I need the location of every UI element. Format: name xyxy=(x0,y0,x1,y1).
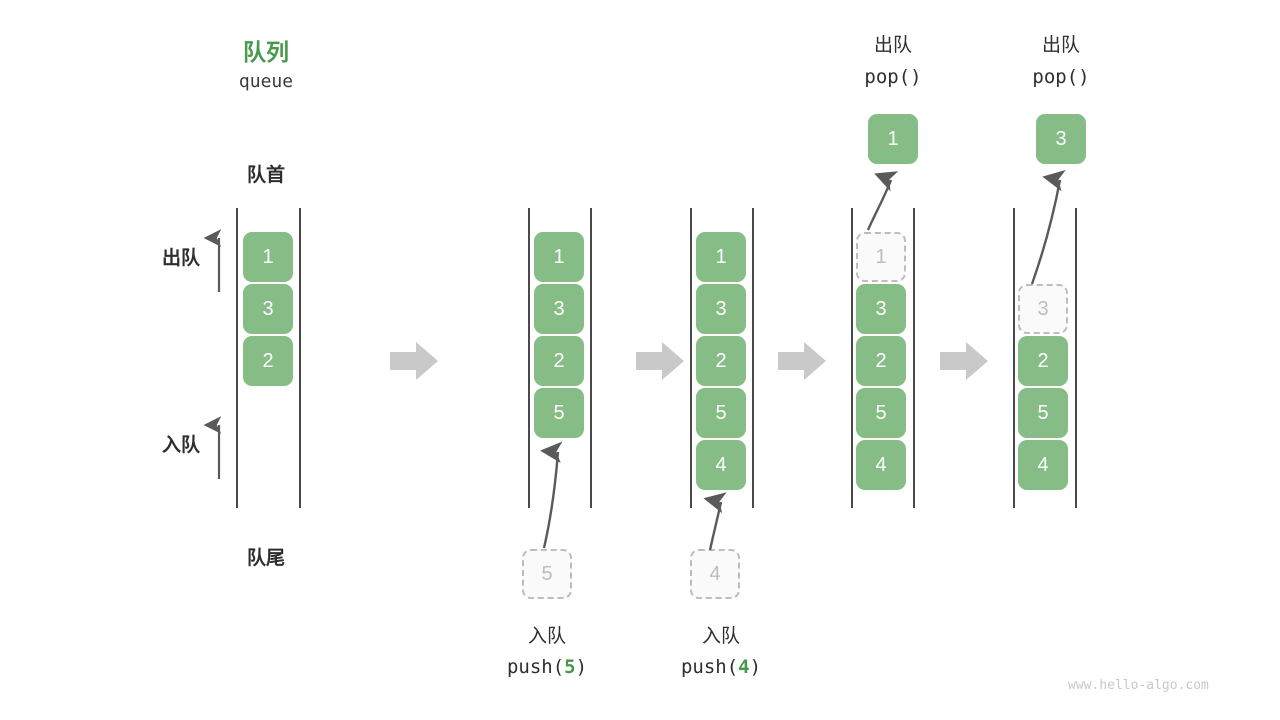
diagram-title-cn: 队列 xyxy=(243,39,289,65)
queue-cell: 5 xyxy=(696,388,746,438)
push-arrow-icon xyxy=(540,441,563,549)
pop-arrow-icon xyxy=(866,171,899,231)
queue-tail-label: 队尾 xyxy=(246,548,285,569)
queue-cell: 2 xyxy=(534,336,584,386)
dequeue-direction-label: 出队 xyxy=(161,248,200,269)
queue-cell: 1 xyxy=(696,232,746,282)
queue-rail-right-3 xyxy=(752,208,754,508)
queue-rail-right-1 xyxy=(299,208,301,508)
queue-cell-new: 5 xyxy=(534,388,584,438)
queue-cell: 3 xyxy=(856,284,906,334)
queue-rail-right-5 xyxy=(1075,208,1077,508)
push-code-prefix: push( xyxy=(680,656,739,678)
pop-caption-cn-1: 出队 xyxy=(873,35,912,56)
queue-cell-removed: 1 xyxy=(856,232,906,282)
queue-cell: 3 xyxy=(243,284,293,334)
queue-cell: 5 xyxy=(856,388,906,438)
queue-rail-left-1 xyxy=(236,208,238,508)
queue-rail-left-4 xyxy=(851,208,853,508)
queue-head-label: 队首 xyxy=(246,165,285,186)
push-arrow-icon xyxy=(703,492,727,551)
queue-rail-left-2 xyxy=(528,208,530,508)
pop-caption-cn-2: 出队 xyxy=(1041,35,1080,56)
pending-push-ghost-cell: 5 xyxy=(522,549,572,599)
queue-cell-new: 4 xyxy=(696,440,746,490)
queue-rail-left-3 xyxy=(690,208,692,508)
popped-value-cell: 1 xyxy=(868,114,918,164)
pop-caption-code-1: pop() xyxy=(835,66,951,88)
queue-cell: 4 xyxy=(1018,440,1068,490)
pop-code-prefix: pop( xyxy=(1032,66,1079,88)
queue-cell: 2 xyxy=(696,336,746,386)
pop-code-suffix: ) xyxy=(1078,66,1090,88)
enqueue-direction-arrow-icon xyxy=(203,416,222,479)
queue-cell: 1 xyxy=(534,232,584,282)
queue-cell: 2 xyxy=(243,336,293,386)
diagram-title-en: queue xyxy=(238,71,294,92)
step-arrow-icon xyxy=(778,342,826,380)
pending-push-ghost-cell: 4 xyxy=(690,549,740,599)
queue-cell: 1 xyxy=(243,232,293,282)
queue-cell: 4 xyxy=(856,440,906,490)
step-arrow-icon xyxy=(940,342,988,380)
queue-rail-left-5 xyxy=(1013,208,1015,508)
watermark: www.hello-algo.com xyxy=(1068,678,1209,693)
queue-cell: 3 xyxy=(696,284,746,334)
push-caption-code-2: push(4) xyxy=(663,656,779,678)
push-caption-cn-2: 入队 xyxy=(701,626,740,647)
step-arrow-icon xyxy=(390,342,438,380)
push-code-value: 4 xyxy=(738,656,750,678)
push-caption-cn-1: 入队 xyxy=(527,626,566,647)
step-arrow-icon xyxy=(636,342,684,380)
queue-cell: 2 xyxy=(1018,336,1068,386)
queue-cell-removed: 3 xyxy=(1018,284,1068,334)
pop-code-suffix: ) xyxy=(910,66,922,88)
push-code-prefix: push( xyxy=(506,656,565,678)
pop-caption-code-2: pop() xyxy=(1003,66,1119,88)
push-code-suffix: ) xyxy=(749,656,762,678)
queue-cell: 3 xyxy=(534,284,584,334)
queue-cell: 2 xyxy=(856,336,906,386)
pop-code-prefix: pop( xyxy=(864,66,911,88)
popped-value-cell: 3 xyxy=(1036,114,1086,164)
queue-rail-right-4 xyxy=(913,208,915,508)
push-caption-code-1: push(5) xyxy=(489,656,605,678)
pop-arrow-icon xyxy=(1030,170,1066,285)
push-code-suffix: ) xyxy=(575,656,588,678)
dequeue-direction-arrow-icon xyxy=(203,229,222,292)
queue-cell: 5 xyxy=(1018,388,1068,438)
enqueue-direction-label: 入队 xyxy=(161,435,200,456)
queue-rail-right-2 xyxy=(590,208,592,508)
push-code-value: 5 xyxy=(564,656,576,678)
